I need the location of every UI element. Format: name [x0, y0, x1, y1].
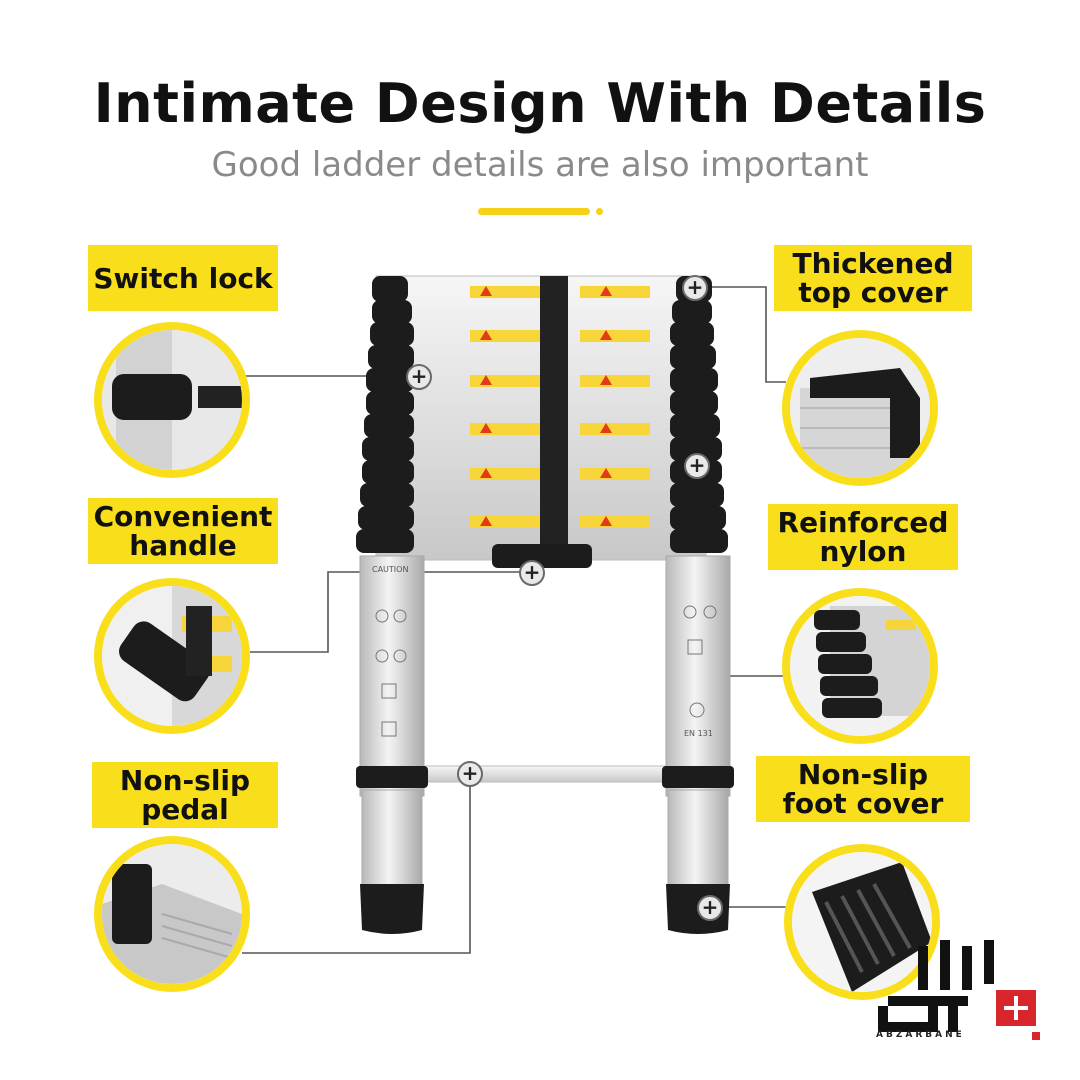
caution-label: CAUTION	[372, 565, 408, 574]
detail-thickened-top-cover	[782, 330, 938, 486]
label-thickened-top-cover: Thickened top cover	[774, 245, 972, 311]
rung-stack	[356, 275, 728, 568]
page-subtitle: Good ladder details are also important	[211, 145, 869, 185]
label-switch-lock: Switch lock	[88, 245, 278, 311]
standard-label: EN 131	[684, 729, 713, 738]
detail-switch-lock	[94, 322, 250, 478]
brand-logo	[878, 940, 1040, 1040]
plus-icon: +	[682, 275, 708, 301]
plus-icon: +	[519, 560, 545, 586]
accent-dot	[596, 208, 603, 215]
brand-text: ABZARBANE	[876, 1030, 965, 1040]
detail-convenient-handle	[94, 578, 250, 734]
page-title: Intimate Design With Details	[93, 72, 987, 135]
accent-divider	[478, 208, 590, 215]
label-reinforced-nylon: Reinforced nylon	[768, 504, 958, 570]
plus-icon: +	[697, 895, 723, 921]
plus-icon: +	[684, 453, 710, 479]
label-convenient-handle: Convenient handle	[88, 498, 278, 564]
detail-non-slip-pedal	[94, 836, 250, 992]
plus-icon: +	[457, 761, 483, 787]
detail-reinforced-nylon	[782, 588, 938, 744]
detail-non-slip-foot-cover	[784, 844, 940, 1000]
plus-icon: +	[406, 364, 432, 390]
label-non-slip-foot-cover: Non-slip foot cover	[756, 756, 970, 822]
label-non-slip-pedal: Non-slip pedal	[92, 762, 278, 828]
